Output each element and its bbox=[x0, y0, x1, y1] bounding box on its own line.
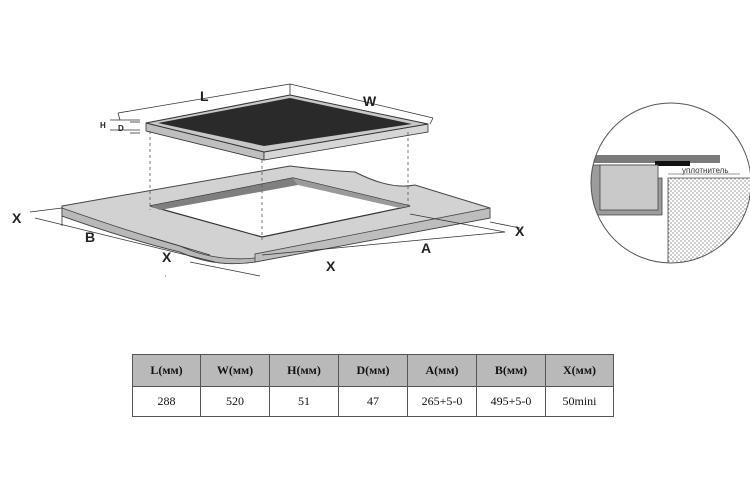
dimension-lines bbox=[29, 83, 521, 277]
seal-label: уплотнитель bbox=[682, 166, 729, 175]
value-H: 51 bbox=[269, 386, 339, 417]
value-X: 50mini bbox=[545, 386, 614, 417]
header-X: X(мм) bbox=[545, 354, 614, 387]
label-X-left: X bbox=[12, 210, 22, 226]
label-X-bottom: X bbox=[326, 258, 336, 274]
header-D: D(мм) bbox=[338, 354, 408, 387]
header-W: W(мм) bbox=[200, 354, 270, 387]
header-B: B(мм) bbox=[476, 354, 546, 387]
label-A: A bbox=[421, 240, 431, 256]
table-header-row: L(мм) W(мм) H(мм) D(мм) A(мм) B(мм) X(мм… bbox=[132, 354, 614, 387]
value-B: 495+5-0 bbox=[476, 386, 546, 417]
seal-detail: уплотнитель bbox=[590, 102, 750, 264]
header-L: L(мм) bbox=[132, 354, 201, 387]
label-W: W bbox=[363, 93, 377, 109]
value-D: 47 bbox=[338, 386, 408, 417]
hob bbox=[145, 94, 429, 161]
label-L: L bbox=[200, 88, 209, 104]
value-W: 520 bbox=[200, 386, 270, 417]
label-B: B bbox=[85, 229, 95, 245]
label-D: D bbox=[118, 124, 124, 133]
label-X-bottom-left: X bbox=[162, 249, 172, 265]
installation-diagram: L W H D X B X X A X уплотнитель ' bbox=[12, 83, 750, 282]
label-X-right: X bbox=[515, 223, 525, 239]
header-A: A(мм) bbox=[407, 354, 477, 387]
small-mark: ' bbox=[165, 276, 166, 282]
label-H: H bbox=[100, 121, 106, 130]
value-L: 288 bbox=[132, 386, 201, 417]
value-A: 265+5-0 bbox=[407, 386, 477, 417]
header-H: H(мм) bbox=[269, 354, 339, 387]
dimensions-table: L(мм) W(мм) H(мм) D(мм) A(мм) B(мм) X(мм… bbox=[132, 354, 614, 417]
countertop-cutout bbox=[149, 177, 411, 238]
projection-lines bbox=[149, 131, 409, 240]
table-row: 288 520 51 47 265+5-0 495+5-0 50mini bbox=[132, 386, 614, 417]
